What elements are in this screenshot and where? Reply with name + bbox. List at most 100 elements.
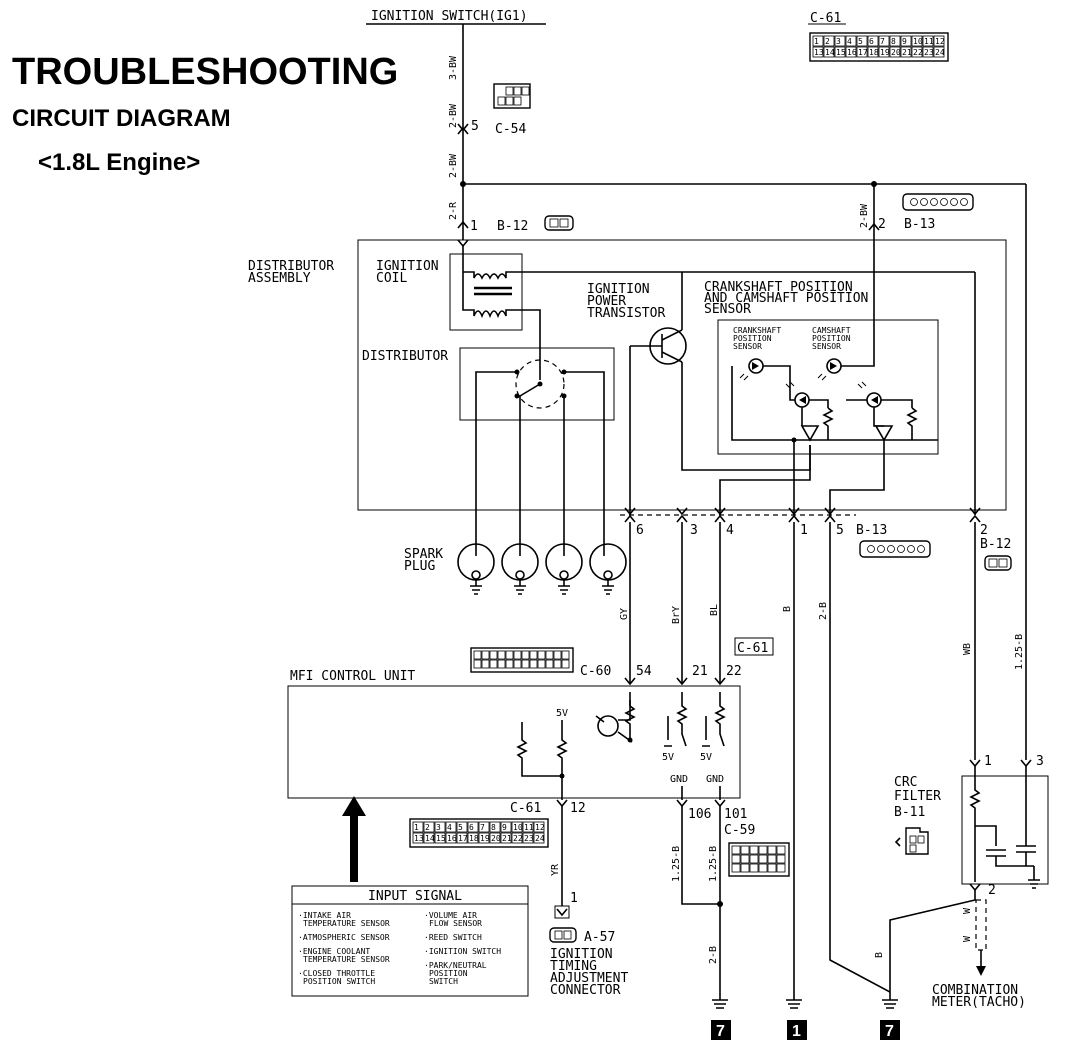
connector-pin — [731, 845, 741, 855]
connector-pin — [911, 35, 923, 47]
connector-pin — [500, 821, 512, 833]
mfi-control-unit-box — [287, 685, 741, 799]
connector-b13-icon — [859, 540, 931, 558]
pin-label: 1 — [800, 523, 808, 538]
connector-pin — [456, 821, 468, 833]
wire-label-b: B — [782, 606, 793, 612]
connector-pin — [521, 650, 530, 660]
connector-pin-number: 22 — [913, 48, 923, 57]
svg-text:GND: GND — [706, 774, 724, 785]
connector-label-b13: B-13 — [904, 217, 935, 232]
connector-pin — [473, 650, 482, 660]
connector-label-c60: C-60 — [580, 664, 611, 679]
connector-pin — [812, 35, 824, 47]
connector-pin — [878, 35, 890, 47]
connector-pin-number: 11 — [924, 37, 934, 46]
connector-pin — [856, 35, 868, 47]
pin-label: 3 — [690, 523, 698, 538]
connector-label-c61: C-61 — [510, 801, 541, 816]
connector-pin — [933, 46, 945, 58]
connector-pin — [834, 46, 846, 58]
sensor-box — [717, 319, 939, 455]
connector-pin — [545, 659, 554, 669]
connector-b12-icon — [544, 215, 574, 231]
wire-label-w: W — [962, 935, 973, 942]
connector-pin-number: 13 — [814, 48, 824, 57]
connector-pin-number: 24 — [935, 48, 945, 57]
pin-label: 2 — [878, 217, 886, 232]
connector-pin-number: 17 — [858, 48, 868, 57]
ground-point-badge: 7 — [711, 1020, 731, 1040]
svg-text:GND: GND — [670, 774, 688, 785]
connector-pin — [767, 845, 777, 855]
connector-pin — [758, 863, 768, 873]
wire-label-yr: YR — [550, 863, 561, 876]
connector-pin-number: 21 — [902, 48, 912, 57]
connector-pin-number: 5 — [858, 37, 863, 46]
connector-pin-number: 24 — [535, 834, 545, 843]
pin-label: 5 — [471, 119, 479, 134]
connector-pin-number: 1 — [414, 823, 419, 832]
connector-pin — [489, 832, 501, 844]
connector-pin — [823, 46, 835, 58]
distributor-label: DISTRIBUTOR — [362, 349, 448, 364]
connector-pin-number: 5 — [458, 823, 463, 832]
pin-label: 1 — [470, 219, 478, 234]
svg-text:5V: 5V — [662, 752, 674, 763]
connector-pin — [412, 832, 424, 844]
wire-label-w: W — [962, 907, 973, 914]
connector-pin — [553, 659, 562, 669]
connector-pin — [521, 659, 530, 669]
connector-pin — [749, 845, 759, 855]
connector-pin — [878, 46, 890, 58]
engine-variant-label: <1.8L Engine> — [38, 149, 200, 176]
wire-label-2bw: 2-BW — [448, 153, 459, 178]
connector-pin — [776, 854, 786, 864]
connector-pin — [522, 821, 534, 833]
connector-pin — [922, 46, 934, 58]
connector-pin — [497, 650, 506, 660]
connector-pin-number: 12 — [935, 37, 945, 46]
wire-label-2r: 2-R — [448, 201, 459, 220]
connector-pin — [537, 650, 546, 660]
connector-pin — [533, 821, 545, 833]
pin-label: 1 — [984, 754, 992, 769]
connector-pin — [529, 650, 538, 660]
ground-point-badge: 1 — [787, 1020, 807, 1040]
pin-label: 21 — [692, 664, 708, 679]
diagram-title: TROUBLESHOOTING — [12, 51, 398, 93]
input-signal-box — [291, 885, 529, 997]
connector-pin — [445, 832, 457, 844]
connector-label-c54: C-54 — [495, 122, 526, 137]
wire-label-bry: BrY — [671, 606, 682, 624]
connector-pin — [845, 46, 857, 58]
connector-pin — [481, 659, 490, 669]
wire-label-3bw: 3-BW — [448, 55, 459, 80]
connector-pin-number: 18 — [869, 48, 879, 57]
connector-label-c61: C-61 — [810, 11, 841, 26]
connector-pin-number: 15 — [436, 834, 446, 843]
connector-pin — [489, 650, 498, 660]
wire-label-2b: 2-B — [818, 602, 829, 620]
connector-pin — [933, 35, 945, 47]
distributor-assembly-box — [357, 239, 1007, 511]
pin-label: 1 — [570, 891, 578, 906]
connector-pin — [740, 845, 750, 855]
connector-pin-number: 4 — [447, 823, 452, 832]
connector-pin — [513, 659, 522, 669]
mfi-control-unit-label: MFI CONTROL UNIT — [290, 669, 415, 684]
wire-label-wb: WB — [962, 643, 973, 655]
connector-pin — [553, 650, 562, 660]
connector-pin — [856, 46, 868, 58]
connector-pin — [481, 650, 490, 660]
connector-label-c59: C-59 — [724, 823, 755, 838]
